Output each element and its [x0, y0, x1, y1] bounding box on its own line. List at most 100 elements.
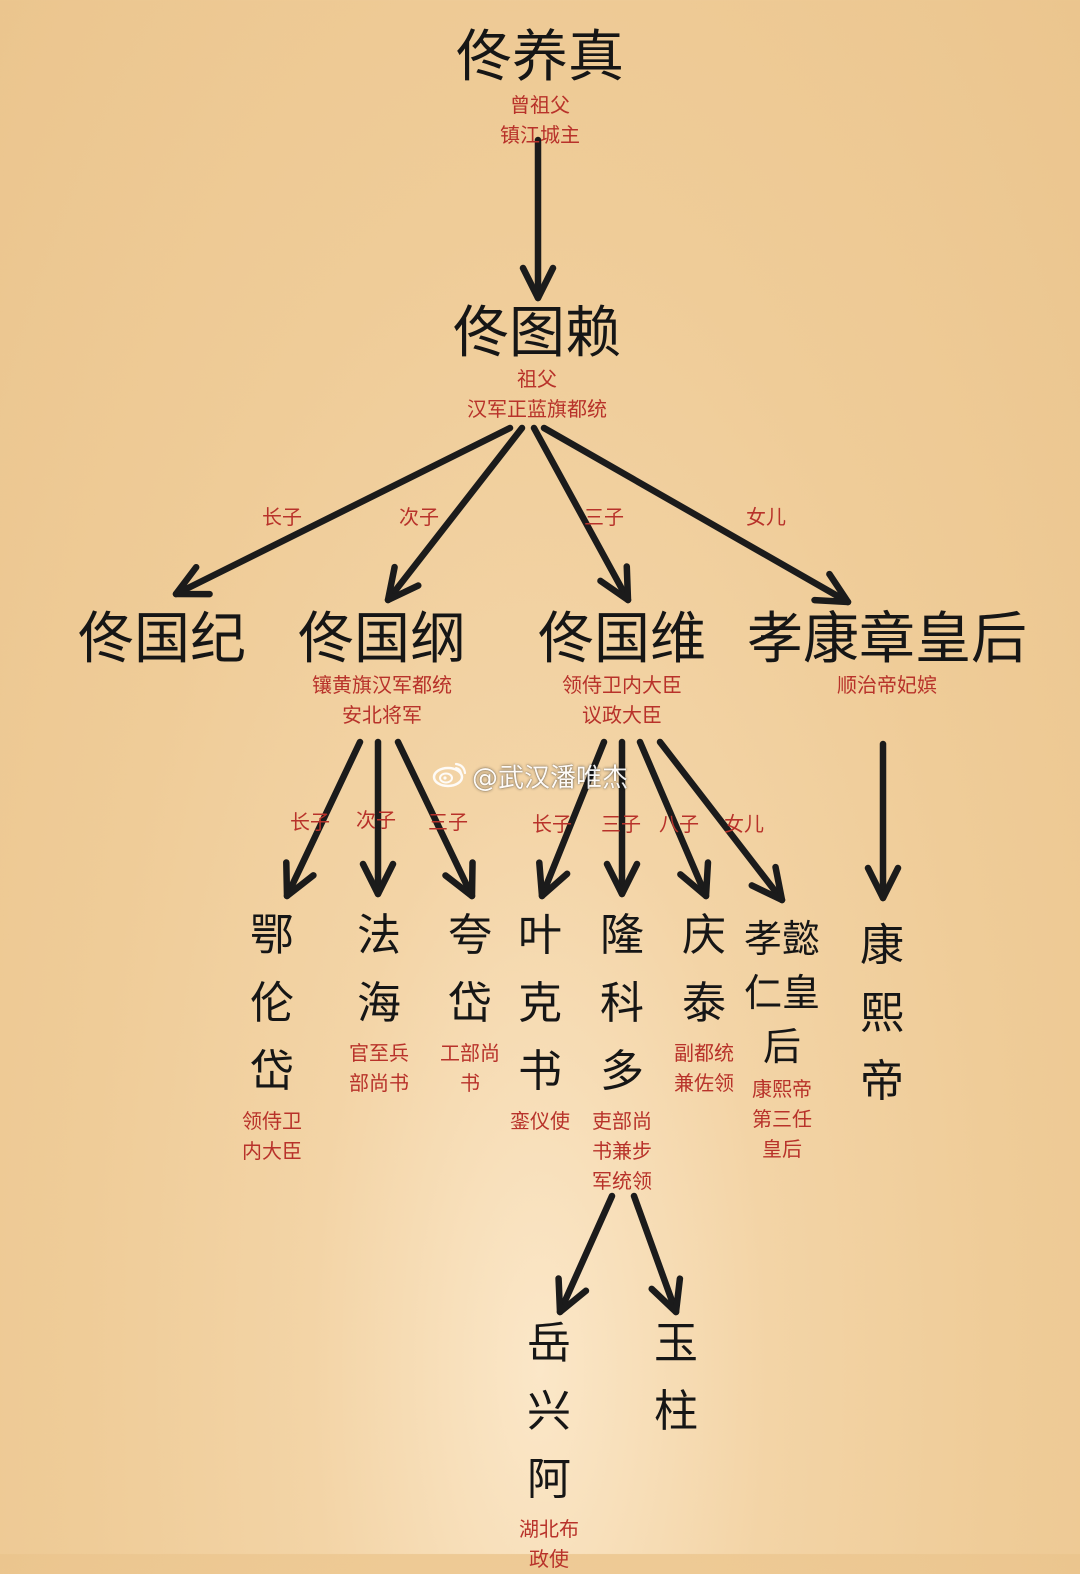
- arrow-shaft: [630, 1192, 680, 1316]
- arrow-shaft: [384, 424, 526, 604]
- node-fahai: 法海 官至兵部尚书: [344, 902, 414, 1098]
- relation-label-third-son: 三子: [601, 812, 641, 836]
- person-name: 玉柱: [654, 1318, 698, 1437]
- arrow-guogang-to-fahai: [359, 738, 397, 898]
- arrow-tulai-to-guoji: [172, 424, 514, 598]
- relation-label-daughter: 女儿: [746, 505, 786, 529]
- person-name: 佟国纲: [298, 607, 466, 672]
- weibo-watermark: @武汉潘唯杰: [432, 760, 628, 798]
- person-office-title: 镇江城主: [500, 123, 580, 147]
- person-name: 鄂伦岱: [250, 910, 294, 1097]
- arrow-guowei-to-qingtai: [636, 738, 712, 900]
- person-name: 佟图赖: [453, 301, 621, 366]
- arrow-xiaokang-to-kangxi: [864, 740, 902, 902]
- arrow-shaft: [656, 738, 786, 904]
- relation-label-second-son: 次子: [356, 808, 396, 832]
- arrow-head: [283, 859, 317, 900]
- node-tong-tulai: 佟图赖 祖父 汉军正蓝旗都统: [437, 306, 637, 424]
- person-office-title: 副都统兼佐领: [674, 1041, 734, 1095]
- person-name: 孝康章皇后: [747, 607, 1027, 672]
- node-kuadai: 夸岱 工部尚书: [436, 902, 504, 1098]
- arrow-guowei-to-xiaoyi: [656, 738, 786, 904]
- person-office-title: 湖北布政使: [519, 1517, 579, 1571]
- person-office-title: 工部尚书: [440, 1041, 500, 1095]
- relation-label-third-son: 三子: [428, 810, 468, 834]
- arrow-guowei-to-longkeduo: [603, 738, 641, 898]
- arrow-head: [519, 264, 557, 302]
- person-name: 夸岱: [448, 910, 492, 1029]
- person-office-title: 领侍卫内大臣: [242, 1109, 302, 1163]
- person-name: 佟养真: [456, 25, 624, 90]
- arrow-head: [555, 1275, 590, 1316]
- arrow-guogang-to-elundai: [283, 738, 364, 900]
- relation-label-third-son: 三子: [584, 505, 624, 529]
- node-elundai: 鄂伦岱 领侍卫内大臣: [238, 902, 306, 1166]
- node-tong-guogang: 佟国纲 镶黄旗汉军都统 安北将军: [282, 612, 482, 730]
- node-yekeshu: 叶克书 銮仪使: [504, 902, 576, 1136]
- person-name: 孝懿仁皇后: [743, 917, 820, 1069]
- arrow-shaft: [283, 738, 364, 900]
- arrow-head: [748, 863, 786, 904]
- person-name: 隆科多: [600, 910, 644, 1097]
- arrow-head: [442, 859, 476, 900]
- person-office-title: 顺治帝妃嫔: [837, 673, 937, 697]
- relation-label-second-son: 次子: [399, 505, 439, 529]
- person-office-title: 镶黄旗汉军都统: [312, 673, 452, 697]
- arrow-shaft: [530, 424, 632, 604]
- person-name: 法海: [357, 910, 401, 1029]
- arrow-head: [172, 563, 213, 598]
- person-office-title: 康熙帝第三任皇后: [752, 1077, 812, 1161]
- relation-label-eighth-son: 八子: [659, 812, 699, 836]
- node-qingtai: 庆泰 副都统兼佐领: [670, 902, 738, 1098]
- arrow-shaft: [394, 738, 476, 900]
- person-office-title: 汉军正蓝旗都统: [467, 397, 607, 421]
- person-office-title: 议政大臣: [582, 703, 662, 727]
- arrow-guogang-to-kuadai: [394, 738, 476, 900]
- watermark-text: @武汉潘唯杰: [472, 763, 629, 794]
- relation-label-eldest-son: 长子: [262, 505, 302, 529]
- arrow-longkeduo-to-yuzhu: [630, 1192, 684, 1316]
- person-office-title: 安北将军: [342, 703, 422, 727]
- person-office-title: 官至兵部尚书: [349, 1041, 409, 1095]
- weibo-logo-icon: [432, 760, 468, 798]
- node-kangxi-emperor: 康熙帝: [848, 912, 916, 1116]
- arrow-shaft: [540, 424, 852, 606]
- node-longkeduo: 隆科多 吏部尚书兼步军统领: [588, 902, 656, 1196]
- arrow-head: [648, 1275, 684, 1316]
- node-yuzhu: 玉柱: [642, 1310, 710, 1446]
- relation-label-eldest-son: 长子: [290, 810, 330, 834]
- arrow-head: [864, 864, 902, 902]
- arrow-longkeduo-to-yuexinga: [555, 1192, 616, 1316]
- node-empress-xiaoyiren: 孝懿仁皇后 康熙帝第三任皇后: [741, 912, 823, 1164]
- person-name: 康熙帝: [860, 920, 904, 1107]
- arrow-head: [597, 563, 632, 604]
- node-yuexinga: 岳兴阿 湖北布政使: [514, 1310, 584, 1574]
- person-name: 庆泰: [682, 910, 726, 1029]
- person-name: 佟国纪: [78, 607, 246, 672]
- arrow-shaft: [556, 1192, 616, 1316]
- person-office-title: 领侍卫内大臣: [562, 673, 682, 697]
- person-relation-title: 祖父: [517, 367, 557, 391]
- person-relation-title: 曾祖父: [510, 93, 570, 117]
- arrow-head: [359, 860, 397, 898]
- arrow-head: [536, 859, 571, 900]
- relation-label-eldest-son: 长子: [532, 812, 572, 836]
- node-empress-xiaokangzhang: 孝康章皇后 顺治帝妃嫔: [742, 612, 1032, 700]
- relation-label-daughter: 女儿: [724, 812, 764, 836]
- node-tong-guoji: 佟国纪: [72, 612, 252, 668]
- person-office-title: 吏部尚书兼步军统领: [592, 1109, 652, 1193]
- person-name: 岳兴阿: [527, 1318, 571, 1505]
- node-tong-yangzhen: 佟养真 曾祖父 镇江城主: [440, 30, 640, 150]
- arrow-head: [811, 570, 852, 606]
- arrow-tulai-to-guogang: [384, 424, 526, 604]
- arrow-shaft: [636, 738, 710, 900]
- arrow-yangzhen-to-tulai: [519, 136, 557, 302]
- person-name: 佟国维: [538, 607, 706, 672]
- arrow-tulai-to-guowei: [530, 424, 632, 604]
- arrow-guowei-to-yekeshu: [536, 738, 608, 900]
- person-office-title: 銮仪使: [510, 1109, 570, 1133]
- arrow-shaft: [172, 424, 514, 598]
- arrow-head: [384, 563, 422, 604]
- arrow-shaft: [538, 738, 608, 900]
